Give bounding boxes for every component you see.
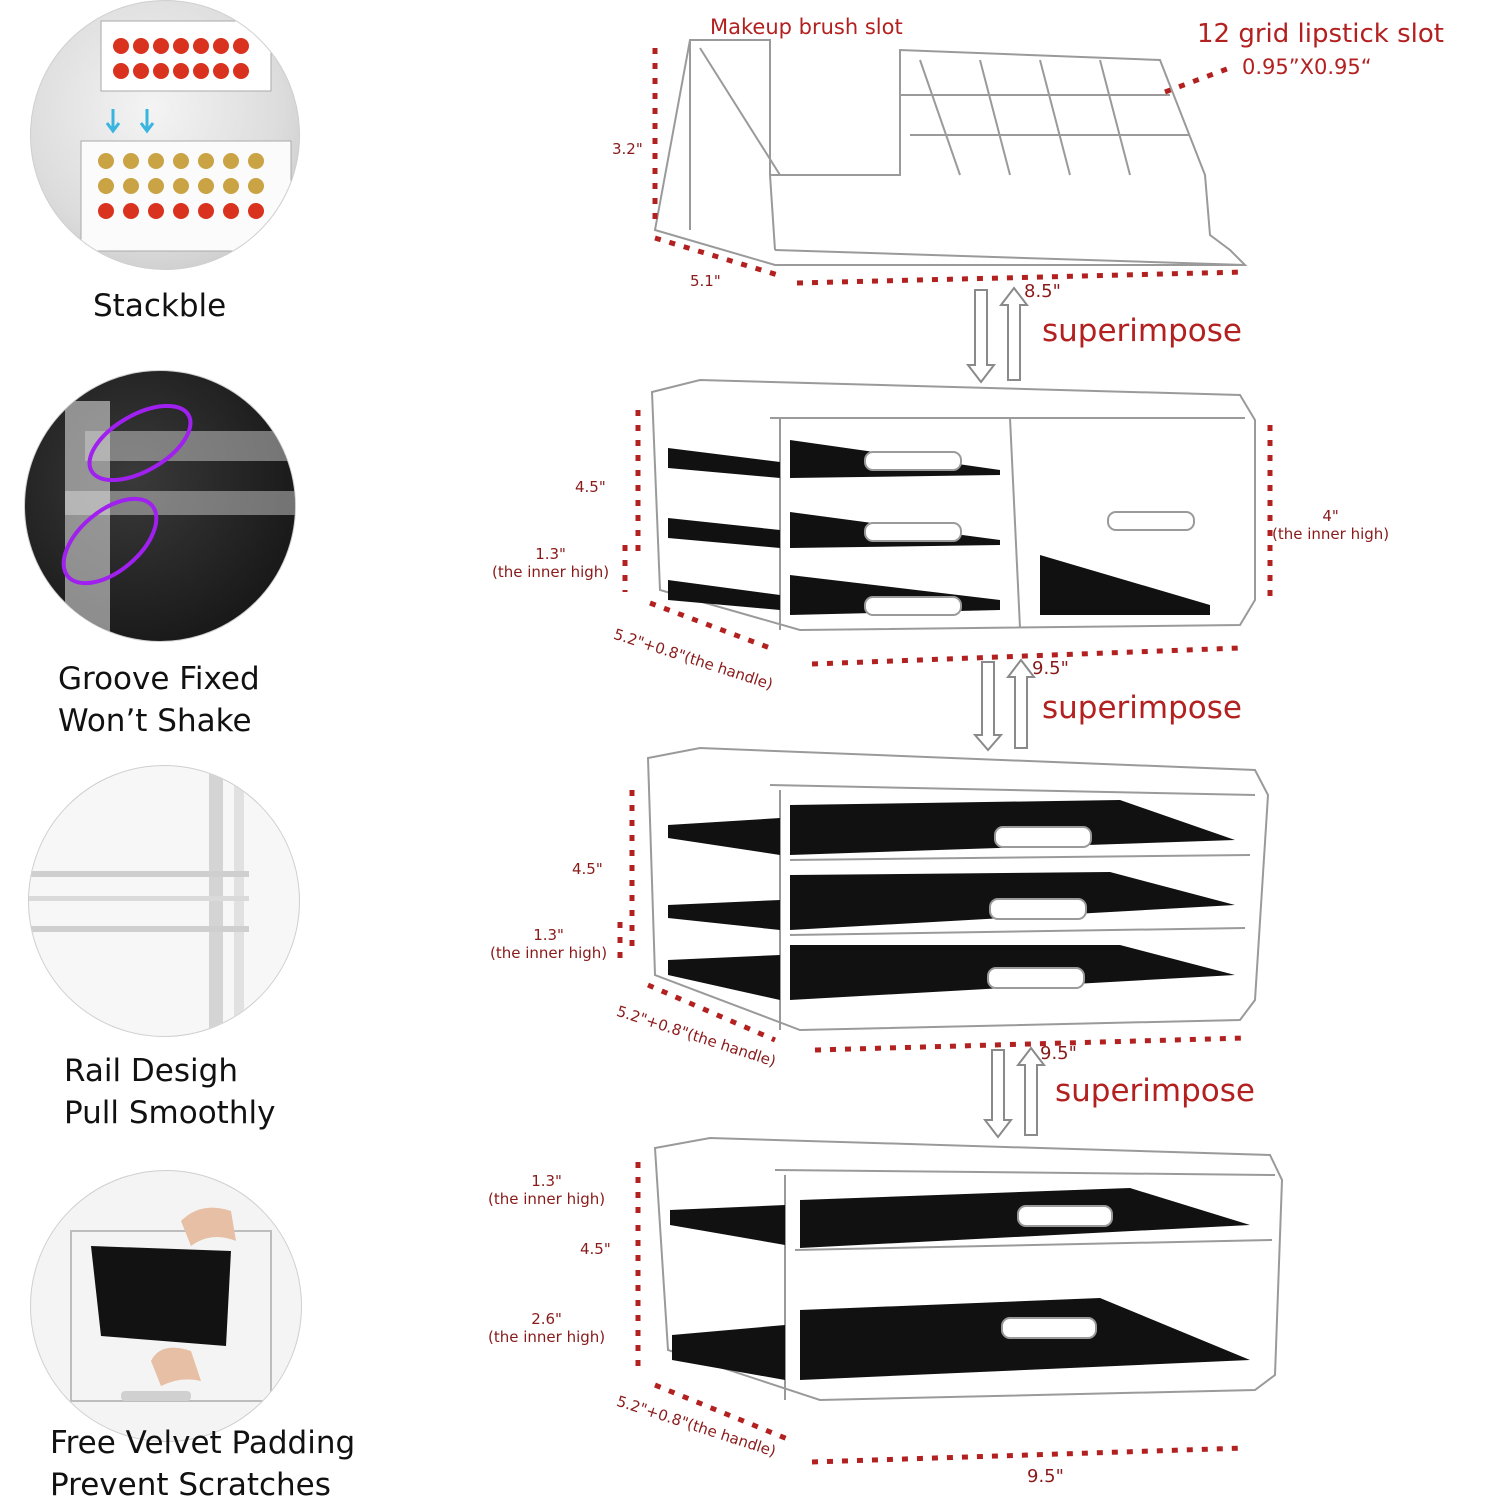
groove-photo — [24, 370, 296, 642]
superimpose-label-2: superimpose — [1042, 690, 1242, 726]
unit1-inner-label: 1.3"(the inner high) — [492, 545, 610, 581]
rail-closeup-image — [29, 766, 249, 1036]
unit2-height-label: 4.5" — [572, 860, 603, 878]
brush-slot-label: Makeup brush slot — [710, 15, 903, 39]
lipstick-slot-size: 0.95”X0.95“ — [1242, 55, 1372, 79]
velvet-photo — [30, 1170, 302, 1442]
unit3-inner-bottom-label: 2.6"(the inner high) — [488, 1310, 606, 1346]
unit3-inner-top-label: 1.3"(the inner high) — [488, 1172, 606, 1208]
groove-closeup-image — [61, 401, 295, 641]
top-depth-label: 5.1" — [690, 272, 721, 290]
unit3-height-label: 4.5" — [580, 1240, 611, 1258]
velvet-padding-image — [70, 1207, 272, 1402]
velvet-caption: Free Velvet Padding Prevent Scratches — [50, 1425, 356, 1503]
unit2-inner-label: 1.3"(the inner high) — [490, 926, 608, 962]
groove-caption: Groove Fixed Won’t Shake — [58, 661, 260, 739]
stackable-photo — [30, 0, 300, 270]
unit1-width-label: 9.5" — [1032, 658, 1069, 679]
stackable-caption: Stackble — [93, 288, 227, 324]
rail-caption: Rail Desigh Pull Smoothly — [64, 1053, 276, 1131]
unit1-height-label: 4.5" — [575, 478, 606, 496]
top-width-label: 8.5" — [1024, 281, 1061, 302]
stacked-lipstick-drawers-image — [80, 20, 292, 252]
superimpose-label-3: superimpose — [1055, 1073, 1255, 1109]
superimpose-label-1: superimpose — [1042, 313, 1242, 349]
unit1-side-inner-label: 4"(the inner high) — [1272, 507, 1390, 543]
top-height-label: 3.2" — [612, 140, 643, 158]
unit2-width-label: 9.5" — [1040, 1043, 1077, 1064]
lipstick-slot-label: 12 grid lipstick slot — [1197, 19, 1444, 49]
unit3-width-label: 9.5" — [1027, 1466, 1064, 1487]
rail-photo — [28, 765, 300, 1037]
